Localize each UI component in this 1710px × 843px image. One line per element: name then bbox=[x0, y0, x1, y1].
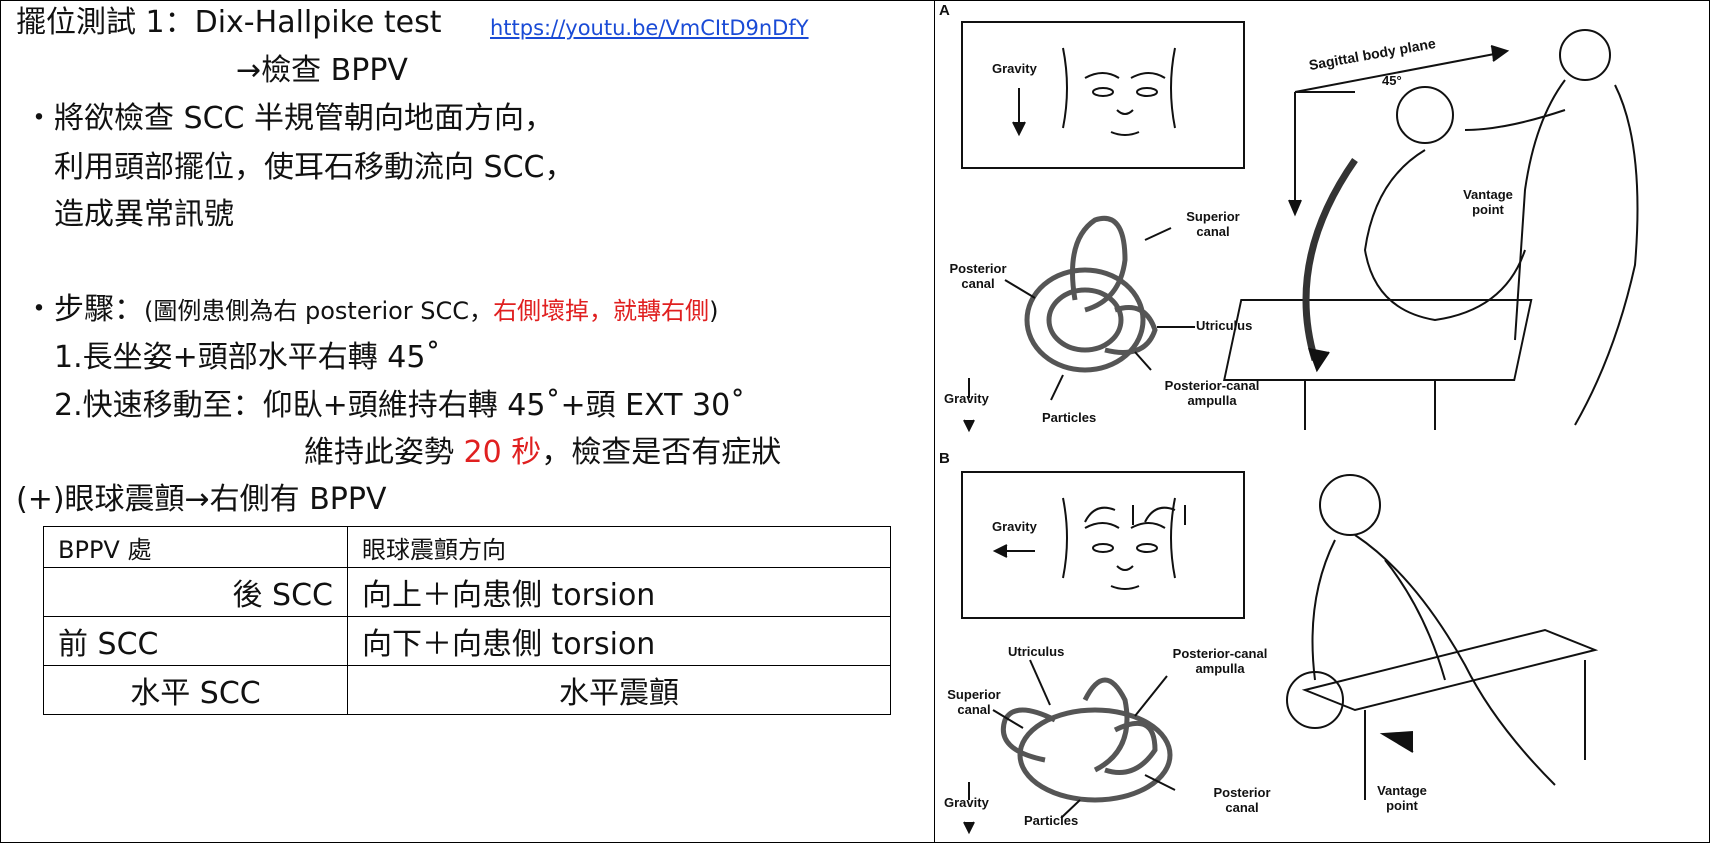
pointer bbox=[992, 709, 1024, 729]
steps-note-close: ) bbox=[709, 297, 719, 325]
panel-a-label: A bbox=[939, 2, 950, 19]
gravity-label: Gravity bbox=[992, 519, 1037, 534]
table-header: BPPV 處 bbox=[43, 526, 348, 568]
panel-divider bbox=[934, 0, 935, 843]
gravity-label: Gravity bbox=[944, 795, 989, 810]
posterior-canal-label: Posterior canal bbox=[1213, 785, 1271, 815]
pointer bbox=[1050, 374, 1064, 401]
pointer bbox=[1144, 774, 1176, 791]
table-cell: 水平震顫 bbox=[347, 665, 891, 715]
table-cell: 後 SCC bbox=[43, 567, 348, 617]
pointer bbox=[1060, 799, 1081, 819]
face-b-icon bbox=[1062, 497, 1186, 590]
face-box-a bbox=[961, 21, 1245, 169]
vantage-point-label: Vantage point bbox=[1377, 783, 1427, 813]
utriculus-label: Utriculus bbox=[1196, 318, 1253, 333]
utriculus-label: Utriculus bbox=[1008, 644, 1065, 659]
labyrinth-a-icon bbox=[1024, 216, 1158, 373]
steps-heading: ・步驟：(圖例患側為右 posterior SCC，右側壞掉，就轉右側) bbox=[24, 295, 718, 325]
pointer bbox=[1134, 351, 1152, 371]
gravity-arrowhead bbox=[963, 419, 975, 433]
superior-canal-label: Superior canal bbox=[1186, 209, 1240, 239]
vantage-point-label: Vantage point bbox=[1463, 187, 1513, 217]
gravity-arrowhead-a bbox=[1012, 121, 1026, 137]
video-link[interactable]: https://youtu.be/VmCItD9nDfY bbox=[490, 16, 809, 40]
pointer bbox=[1004, 279, 1036, 299]
table-row: 前 SCC 向下＋向患側 torsion bbox=[43, 616, 891, 666]
step-1: 1.長坐姿+頭部水平右轉 45˚ bbox=[54, 340, 441, 375]
particles-label: Particles bbox=[1024, 813, 1079, 828]
positive-result: (+)眼球震顫→右側有 BPPV bbox=[16, 482, 387, 517]
bppv-table: BPPV 處 眼球震顫方向 後 SCC 向上＋向患側 torsion 前 SCC… bbox=[43, 526, 891, 715]
gravity-arrowhead bbox=[963, 821, 975, 835]
hold-seconds: 20 秒 bbox=[463, 435, 542, 470]
labyrinth-b-icon bbox=[1001, 677, 1173, 803]
superior-canal-label: Superior canal bbox=[947, 687, 1001, 717]
posterior-canal-label: Posterior canal bbox=[949, 261, 1007, 291]
step-2: 2.快速移動至：仰臥+頭維持右轉 45˚+頭 EXT 30˚ bbox=[54, 388, 746, 423]
table-cell: 向下＋向患側 torsion bbox=[347, 616, 891, 666]
bullet-line-1: ・將欲檢查 SCC 半規管朝向地面方向， bbox=[24, 101, 555, 136]
posterior-ampulla-label: Posterior-canal ampulla bbox=[1164, 378, 1260, 408]
steps-label: ・步驟： bbox=[24, 292, 144, 327]
bullet-line-3: 造成異常訊號 bbox=[54, 197, 234, 232]
gravity-label: Gravity bbox=[944, 391, 989, 406]
panel-b-label: B bbox=[939, 450, 950, 467]
bullet-line-2: 利用頭部擺位，使耳石移動流向 SCC， bbox=[54, 150, 575, 185]
patient-supine-illustration bbox=[1286, 474, 1599, 800]
table-row: 水平 SCC 水平震顫 bbox=[43, 665, 891, 715]
gravity-arrowhead-b bbox=[992, 544, 1008, 558]
page-title: 擺位測試 1：Dix-Hallpike test bbox=[16, 5, 442, 40]
table-row: 後 SCC 向上＋向患側 torsion bbox=[43, 567, 891, 617]
angle-label: 45° bbox=[1382, 73, 1402, 88]
table-cell: 水平 SCC bbox=[43, 665, 348, 715]
table-cell: 前 SCC bbox=[43, 616, 348, 666]
pointer bbox=[1134, 675, 1168, 717]
particles-label: Particles bbox=[1042, 410, 1097, 425]
subtitle: →檢查 BPPV bbox=[236, 53, 408, 88]
pointer bbox=[1029, 659, 1051, 706]
face-a-icon bbox=[1062, 47, 1176, 136]
table-header: 眼球震顫方向 bbox=[347, 526, 891, 568]
steps-note: (圖例患側為右 posterior SCC， bbox=[144, 297, 494, 325]
steps-note-red: 右側壞掉，就轉右側 bbox=[493, 297, 710, 325]
gravity-label: Gravity bbox=[992, 61, 1037, 76]
pointer bbox=[1144, 227, 1172, 241]
hold-post: ，檢查是否有症狀 bbox=[541, 435, 782, 470]
hold-pre: 維持此姿勢 bbox=[304, 435, 464, 470]
hold-instruction: 維持此姿勢 20 秒，檢查是否有症狀 bbox=[304, 438, 781, 468]
table-cell: 向上＋向患側 torsion bbox=[347, 567, 891, 617]
posterior-ampulla-label: Posterior-canal ampulla bbox=[1172, 646, 1268, 676]
dix-hallpike-illustration bbox=[961, 21, 1639, 835]
table-header-row: BPPV 處 眼球震顫方向 bbox=[43, 526, 891, 568]
face-box-b bbox=[961, 471, 1245, 619]
patient-sitting-illustration bbox=[1223, 29, 1639, 430]
